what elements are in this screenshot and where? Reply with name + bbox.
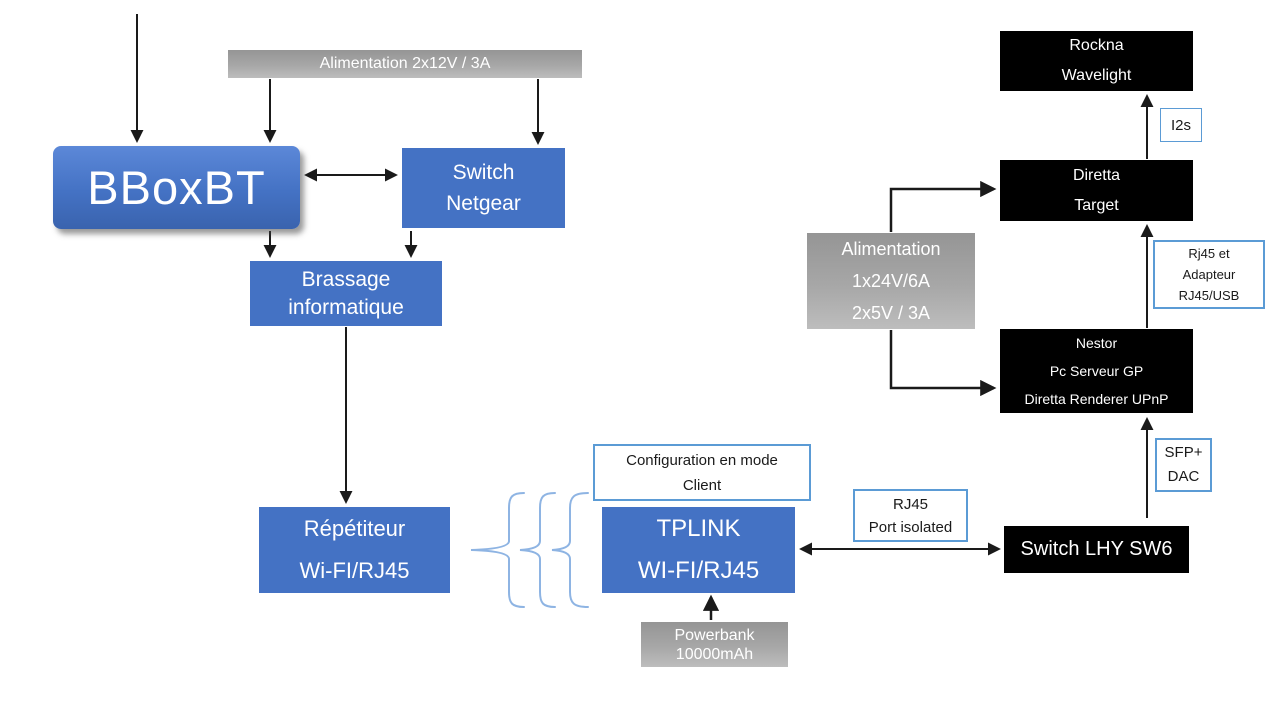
- repetiteur-line1: Répétiteur: [303, 516, 406, 541]
- node-switch-lhy-sw6: Switch LHY SW6: [1004, 526, 1189, 573]
- label-sfp-dac: SFP+ DAC: [1155, 438, 1212, 492]
- rockna-line1: Rockna: [1069, 37, 1124, 54]
- rockna-line2: Wavelight: [1061, 67, 1132, 84]
- tplink-line2: WI-FI/RJ45: [637, 557, 760, 584]
- switch-lhy-label: Switch LHY SW6: [1020, 538, 1173, 560]
- diretta-target-line1: Diretta: [1072, 166, 1121, 184]
- node-rockna-wavelight: Rockna Wavelight: [1000, 31, 1193, 91]
- node-bboxbt-label: BBoxBT: [87, 161, 266, 214]
- diretta-target-line2: Target: [1074, 196, 1119, 214]
- i2s-label: I2s: [1170, 116, 1191, 134]
- label-configuration-mode-client: Configuration en mode Client: [593, 444, 811, 501]
- brace-icon: [470, 492, 525, 608]
- node-powerbank: Powerbank 10000mAh: [641, 622, 788, 667]
- alim-right-line2: 1x24V/6A: [851, 271, 931, 291]
- tplink-line1: TPLINK: [656, 515, 741, 542]
- powerbank-line2: 10000mAh: [675, 645, 754, 663]
- arrow-alimright-to-nestor: [889, 330, 997, 397]
- nestor-line2: Pc Serveur GP: [1049, 363, 1144, 379]
- brassage-line2: informatique: [288, 295, 404, 319]
- switch-netgear-line1: Switch: [452, 161, 515, 184]
- rj45-isolated-line2: Port isolated: [868, 518, 953, 536]
- node-bboxbt: BBoxBT: [53, 146, 300, 229]
- node-alimentation-2x12v-label: Alimentation 2x12V / 3A: [319, 55, 491, 72]
- powerbank-line1: Powerbank: [674, 626, 755, 644]
- node-switch-netgear: Switch Netgear: [402, 148, 565, 228]
- config-client-line2: Client: [682, 476, 722, 494]
- sfp-dac-line1: SFP+: [1164, 444, 1203, 461]
- node-alimentation-2x12v: Alimentation 2x12V / 3A: [228, 50, 582, 78]
- label-rj45-adapteur-usb: Rj45 et Adapteur RJ45/USB: [1153, 240, 1265, 309]
- brace-icon: [551, 492, 589, 608]
- nestor-line1: Nestor: [1075, 335, 1118, 351]
- switch-netgear-line2: Netgear: [446, 192, 521, 215]
- node-diretta-target: Diretta Target: [1000, 160, 1193, 221]
- node-tplink-wifi-rj45: TPLINK WI-FI/RJ45: [602, 507, 795, 593]
- node-alimentation-24v: Alimentation 1x24V/6A 2x5V / 3A: [807, 233, 975, 329]
- nestor-line3: Diretta Renderer UPnP: [1024, 391, 1169, 407]
- node-repetiteur-wifi-rj45: Répétiteur Wi-FI/RJ45: [259, 507, 450, 593]
- brace-icon: [519, 492, 556, 608]
- alim-right-line1: Alimentation: [841, 239, 941, 259]
- rj45-isolated-line1: RJ45: [892, 495, 929, 513]
- node-brassage-informatique: Brassage informatique: [250, 261, 442, 326]
- rj45-adapter-line3: RJ45/USB: [1178, 288, 1240, 303]
- brassage-line1: Brassage: [301, 267, 391, 291]
- alim-right-line3: 2x5V / 3A: [851, 303, 931, 323]
- rj45-adapter-line1: Rj45 et: [1188, 246, 1230, 261]
- arrow-alimright-to-diretta: [889, 180, 997, 232]
- config-client-line1: Configuration en mode: [626, 451, 778, 469]
- sfp-dac-line2: DAC: [1167, 468, 1200, 485]
- repetiteur-line2: Wi-FI/RJ45: [299, 558, 410, 583]
- node-nestor-pc-serveur: Nestor Pc Serveur GP Diretta Renderer UP…: [1000, 329, 1193, 413]
- label-rj45-port-isolated: RJ45 Port isolated: [853, 489, 968, 542]
- rj45-adapter-line2: Adapteur: [1182, 267, 1236, 282]
- label-i2s: I2s: [1160, 108, 1202, 142]
